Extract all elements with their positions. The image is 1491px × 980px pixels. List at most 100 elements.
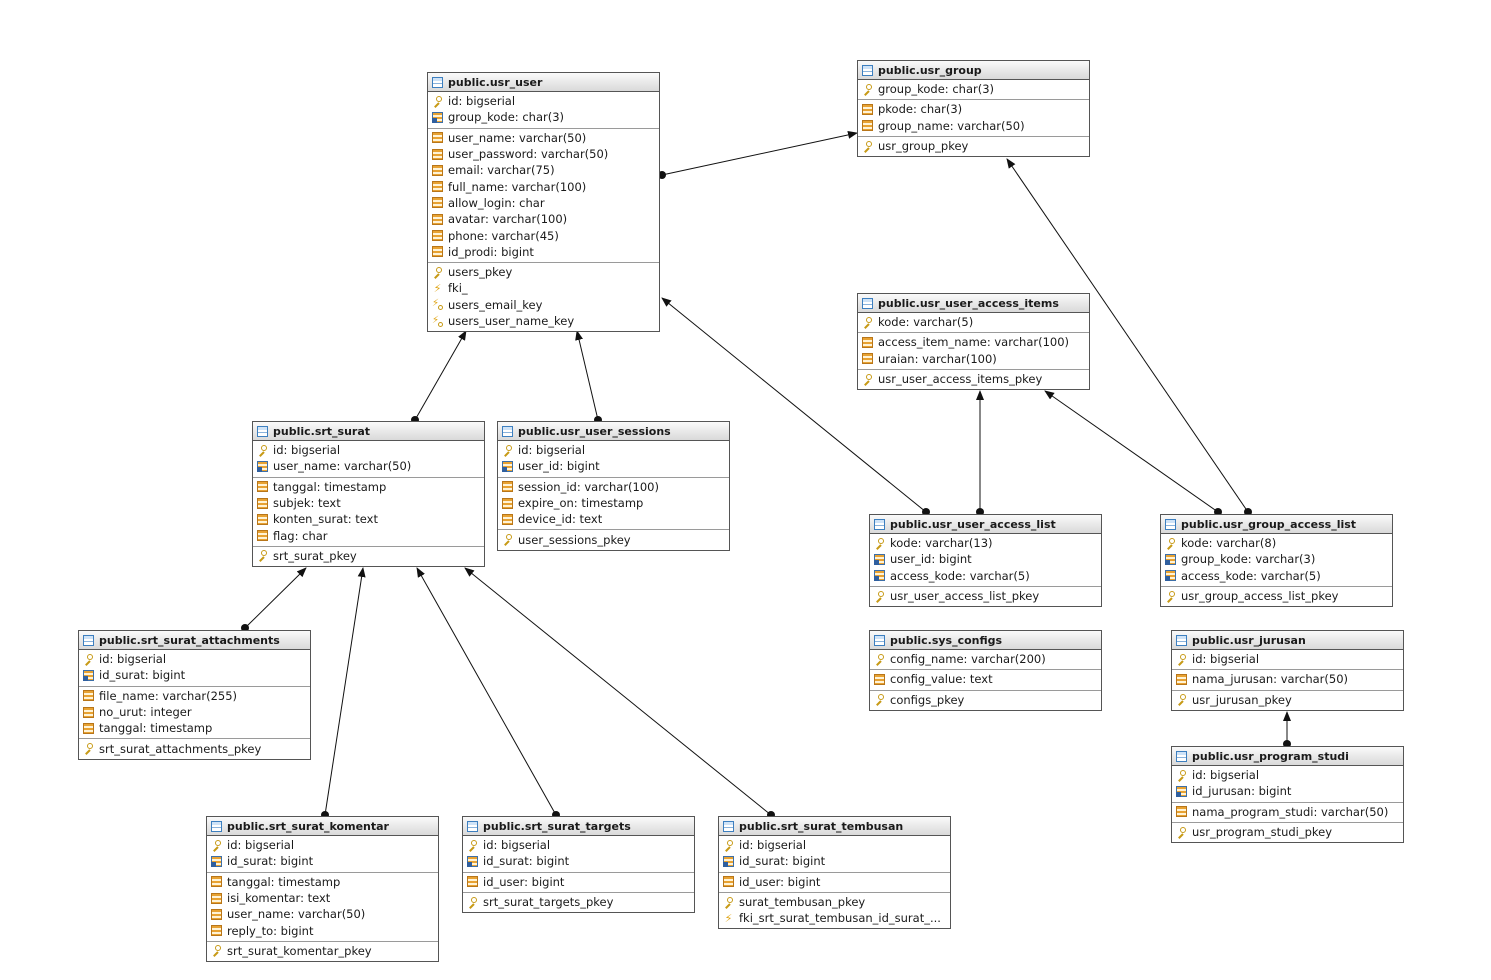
table-row[interactable]: flag: char [253, 527, 484, 543]
table-row[interactable]: user_name: varchar(50) [207, 906, 438, 922]
table-row[interactable]: usr_group_pkey [858, 138, 1089, 154]
table-row[interactable]: id_surat: bigint [207, 853, 438, 869]
table-row[interactable]: avatar: varchar(100) [428, 211, 659, 227]
table-row[interactable]: configs_pkey [870, 692, 1101, 708]
table-row[interactable]: email: varchar(75) [428, 162, 659, 178]
table-header[interactable]: public.srt_surat_komentar [207, 817, 438, 836]
table-row[interactable]: tanggal: timestamp [79, 720, 310, 736]
table-row[interactable]: kode: varchar(8) [1161, 535, 1392, 551]
table-row[interactable]: kode: varchar(13) [870, 535, 1101, 551]
table-header[interactable]: public.sys_configs [870, 631, 1101, 650]
table-row[interactable]: srt_surat_komentar_pkey [207, 943, 438, 959]
table-header[interactable]: public.usr_user_sessions [498, 422, 729, 441]
table-row[interactable]: tanggal: timestamp [207, 874, 438, 890]
table-row[interactable]: no_urut: integer [79, 704, 310, 720]
table-row[interactable]: phone: varchar(45) [428, 227, 659, 243]
table-row[interactable]: id: bigserial [1172, 651, 1403, 667]
table-row[interactable]: access_kode: varchar(5) [870, 568, 1101, 584]
table-row[interactable]: srt_surat_targets_pkey [463, 894, 694, 910]
table-row[interactable]: id: bigserial [79, 651, 310, 667]
table-row[interactable]: id_user: bigint [463, 874, 694, 890]
table-row[interactable]: user_id: bigint [498, 458, 729, 474]
table-row[interactable]: subjek: text [253, 495, 484, 511]
table-header[interactable]: public.usr_group [858, 61, 1089, 80]
table-row[interactable]: users_email_key [428, 297, 659, 313]
table-row[interactable]: id_surat: bigint [719, 853, 950, 869]
table-row[interactable]: expire_on: timestamp [498, 495, 729, 511]
table-row[interactable]: reply_to: bigint [207, 922, 438, 938]
table-row[interactable]: users_user_name_key [428, 313, 659, 329]
table-row[interactable]: id: bigserial [428, 93, 659, 109]
table-row[interactable]: usr_user_access_items_pkey [858, 371, 1089, 387]
table-row[interactable]: full_name: varchar(100) [428, 178, 659, 194]
table-header[interactable]: public.srt_surat_targets [463, 817, 694, 836]
table-row[interactable]: usr_jurusan_pkey [1172, 692, 1403, 708]
table-header[interactable]: public.usr_user_access_items [858, 294, 1089, 313]
table-row[interactable]: id_jurusan: bigint [1172, 783, 1403, 799]
table-row[interactable]: user_id: bigint [870, 551, 1101, 567]
table-row[interactable]: config_name: varchar(200) [870, 651, 1101, 667]
table-row[interactable]: id: bigserial [207, 837, 438, 853]
table-row[interactable]: access_item_name: varchar(100) [858, 334, 1089, 350]
table-row[interactable]: id_user: bigint [719, 874, 950, 890]
table-header[interactable]: public.usr_program_studi [1172, 747, 1403, 766]
table-row[interactable]: id: bigserial [463, 837, 694, 853]
table-row[interactable]: surat_tembusan_pkey [719, 894, 950, 910]
table-row[interactable]: user_name: varchar(50) [428, 130, 659, 146]
table-header[interactable]: public.usr_user_access_list [870, 515, 1101, 534]
table-row[interactable]: usr_user_access_list_pkey [870, 588, 1101, 604]
table-row[interactable]: fki_ [428, 280, 659, 296]
table-row[interactable]: nama_jurusan: varchar(50) [1172, 671, 1403, 687]
table-row[interactable]: id_surat: bigint [463, 853, 694, 869]
table-row[interactable]: uraian: varchar(100) [858, 351, 1089, 367]
table-row[interactable]: group_kode: char(3) [428, 109, 659, 125]
table-row[interactable]: user_sessions_pkey [498, 531, 729, 547]
table-header[interactable]: public.srt_surat_attachments [79, 631, 310, 650]
table-header[interactable]: public.usr_user [428, 73, 659, 92]
table-row[interactable]: group_kode: char(3) [858, 81, 1089, 97]
table-header[interactable]: public.srt_surat [253, 422, 484, 441]
table-row[interactable]: id_surat: bigint [79, 667, 310, 683]
table-row[interactable]: id: bigserial [253, 442, 484, 458]
table-header[interactable]: public.usr_jurusan [1172, 631, 1403, 650]
table-row[interactable]: allow_login: char [428, 195, 659, 211]
table-row[interactable]: konten_surat: text [253, 511, 484, 527]
table-row[interactable]: kode: varchar(5) [858, 314, 1089, 330]
table-row[interactable]: srt_surat_attachments_pkey [79, 740, 310, 756]
table-row[interactable]: nama_program_studi: varchar(50) [1172, 804, 1403, 820]
table-row[interactable]: usr_program_studi_pkey [1172, 824, 1403, 840]
table-row[interactable]: config_value: text [870, 671, 1101, 687]
table-row[interactable]: group_kode: varchar(3) [1161, 551, 1392, 567]
table-row[interactable]: id: bigserial [498, 442, 729, 458]
table-row[interactable]: file_name: varchar(255) [79, 688, 310, 704]
table-row[interactable]: device_id: text [498, 511, 729, 527]
table-row[interactable]: fki_srt_surat_tembusan_id_surat_... [719, 910, 950, 926]
table-row[interactable]: access_kode: varchar(5) [1161, 568, 1392, 584]
table-row[interactable]: isi_komentar: text [207, 890, 438, 906]
table-header[interactable]: public.srt_surat_tembusan [719, 817, 950, 836]
table-row[interactable]: tanggal: timestamp [253, 479, 484, 495]
table-row[interactable]: group_name: varchar(50) [858, 118, 1089, 134]
table-row[interactable]: session_id: varchar(100) [498, 479, 729, 495]
table-row[interactable]: id: bigserial [1172, 767, 1403, 783]
table-row[interactable]: user_password: varchar(50) [428, 146, 659, 162]
table-row[interactable]: usr_group_access_list_pkey [1161, 588, 1392, 604]
table-header[interactable]: public.usr_group_access_list [1161, 515, 1392, 534]
table-row[interactable]: pkode: char(3) [858, 101, 1089, 117]
table-row[interactable]: srt_surat_pkey [253, 548, 484, 564]
table-row[interactable]: id: bigserial [719, 837, 950, 853]
table-row[interactable]: user_name: varchar(50) [253, 458, 484, 474]
